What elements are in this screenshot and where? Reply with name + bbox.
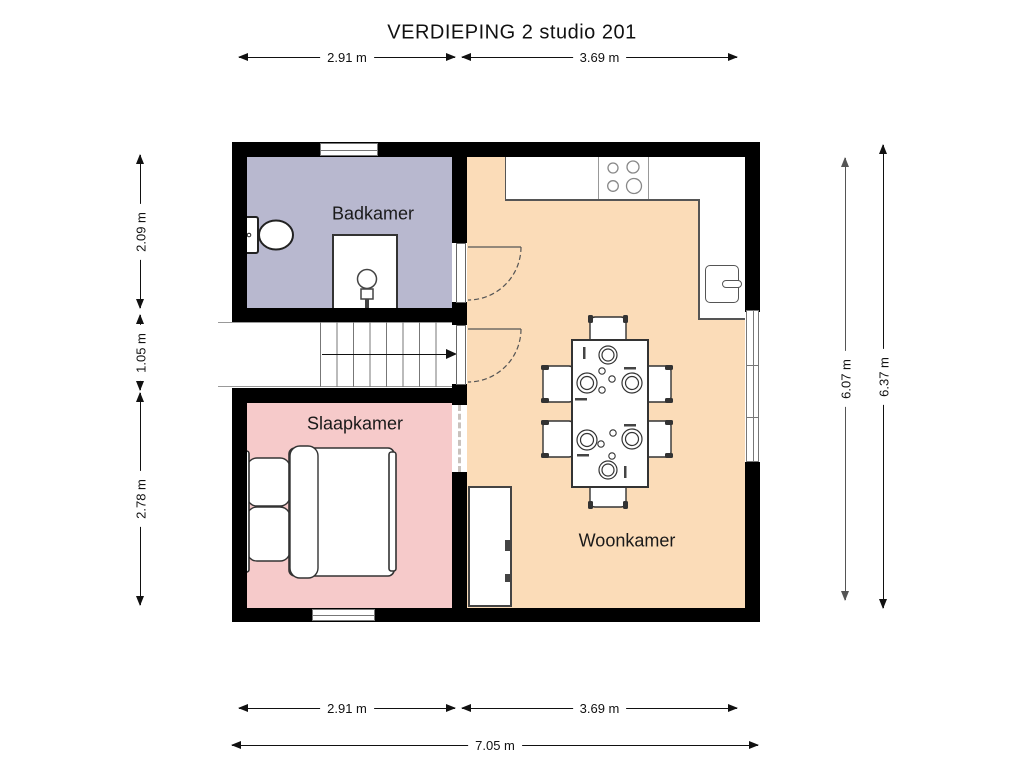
- wall-bedroom-divider: [232, 388, 467, 403]
- window-tick: [747, 365, 758, 366]
- counter-edge: [505, 199, 699, 201]
- room-label-slaapkamer: Slaapkamer: [306, 413, 404, 434]
- closet-handle: [505, 540, 510, 551]
- toilet-icon: [241, 216, 294, 254]
- dim-label: 7.05 m: [468, 738, 522, 754]
- counter-edge: [505, 157, 506, 200]
- dim-label: 2.78 m: [133, 471, 149, 527]
- wall-center-2: [452, 302, 467, 325]
- shower: [332, 234, 398, 312]
- window-tick: [747, 417, 758, 418]
- faucet-icon: [722, 280, 742, 288]
- dim-label: 2.91 m: [320, 701, 374, 717]
- glass-icon: [597, 367, 617, 460]
- cutlery-icon: [575, 347, 636, 478]
- wall-center-4: [452, 472, 467, 608]
- counter-edge: [698, 318, 745, 320]
- dim-bottom-left: 2.91 m: [238, 701, 456, 717]
- wall-center-3: [452, 384, 467, 405]
- opening-dash-line: [458, 405, 461, 472]
- wall-top: [232, 142, 760, 157]
- dim-right-outer: 6.37 m: [876, 144, 892, 609]
- door-leaf: [456, 243, 466, 303]
- wall-left-lower: [232, 388, 247, 622]
- wall-bathroom-divider: [232, 308, 467, 322]
- dim-bottom-right: 3.69 m: [461, 701, 738, 717]
- stair-arrow-head-icon: [446, 348, 457, 359]
- closet-handle: [505, 574, 510, 582]
- wall-center-1: [452, 142, 467, 243]
- closet-icon: [468, 486, 512, 607]
- wall-right-lower: [745, 462, 760, 622]
- stove-panel-line: [598, 157, 599, 199]
- bedroom-opening: [452, 405, 467, 472]
- dim-right-inner: 6.07 m: [838, 157, 854, 601]
- dim-label: 3.69 m: [572, 701, 627, 717]
- window-icon: [746, 310, 759, 462]
- shower-head-icon: [356, 268, 378, 312]
- window-icon: [320, 143, 378, 156]
- room-label-woonkamer: Woonkamer: [578, 530, 676, 551]
- dining-table-icon: [541, 315, 673, 509]
- window-frame-line: [752, 311, 754, 461]
- window-frame-line: [321, 149, 377, 151]
- wall-right-upper: [745, 142, 760, 312]
- dim-left-stairs: 1.05 m: [133, 314, 149, 391]
- page-title: VERDIEPING 2 studio 201: [387, 21, 637, 44]
- dim-top-right: 3.69 m: [461, 50, 738, 66]
- plate-icon: [576, 345, 643, 480]
- counter-edge: [698, 199, 700, 319]
- dim-label: 6.07 m: [838, 351, 854, 407]
- dim-label: 2.09 m: [133, 203, 149, 260]
- stair-direction-arrow: [322, 354, 448, 355]
- door-leaf: [456, 325, 466, 385]
- dim-label: 1.05 m: [133, 324, 149, 381]
- kitchen-counter-top: [505, 157, 745, 200]
- window-frame-line: [313, 615, 374, 616]
- wall-left-upper: [232, 142, 247, 320]
- dim-top-left: 2.91 m: [238, 50, 456, 66]
- stove-panel-line: [648, 157, 649, 199]
- dim-label: 6.37 m: [876, 348, 892, 405]
- dim-label: 2.91 m: [320, 50, 374, 66]
- window-icon: [312, 609, 375, 621]
- dim-left-bathroom: 2.09 m: [133, 154, 149, 309]
- dim-label: 3.69 m: [572, 50, 627, 66]
- door-swing-icon: [467, 328, 522, 383]
- bed-icon: [241, 445, 397, 579]
- dim-total-width: 7.05 m: [231, 738, 759, 754]
- dim-left-bedroom: 2.78 m: [133, 392, 149, 606]
- door-swing-icon: [467, 246, 522, 301]
- stove-icon: [607, 160, 643, 195]
- room-label-badkamer: Badkamer: [331, 203, 415, 224]
